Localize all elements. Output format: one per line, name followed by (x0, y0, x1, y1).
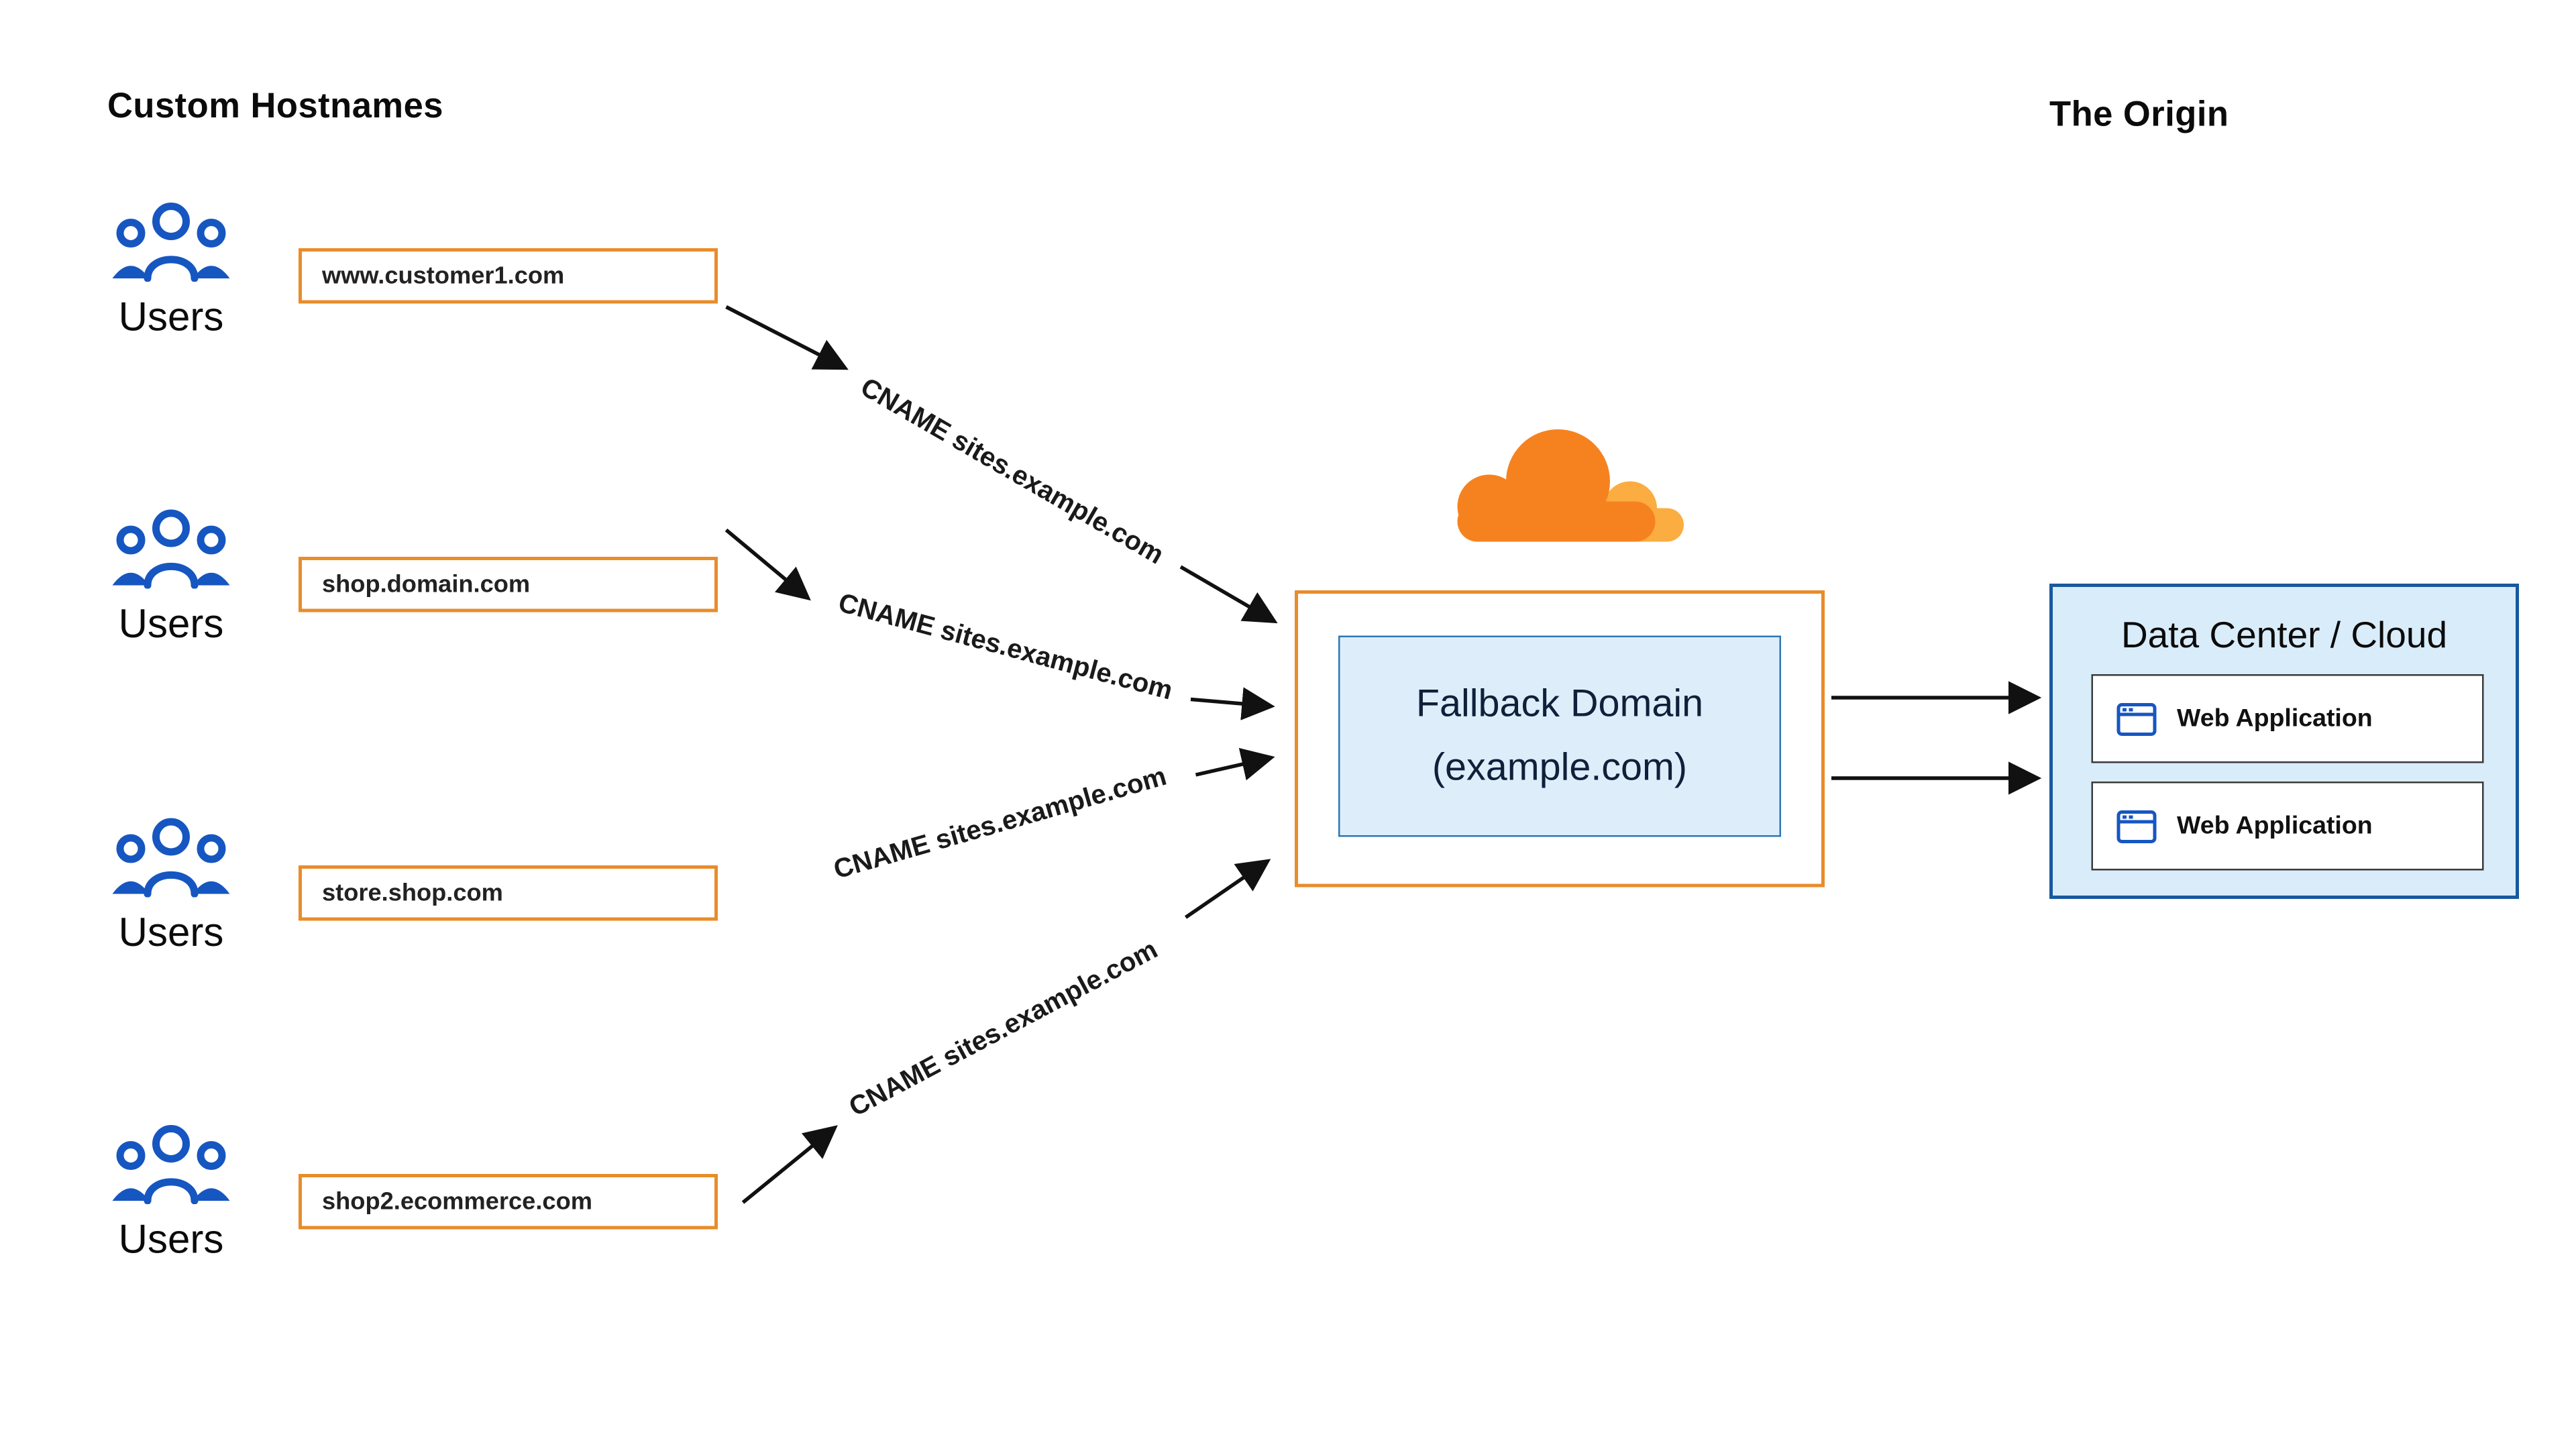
cname-label-1: CNAME sites.example.com (856, 372, 1169, 570)
web-application-box-2: Web Application (2091, 782, 2484, 871)
cloudflare-cloud-logo-icon (1457, 429, 1684, 542)
users-icon (112, 818, 230, 898)
users-label: Users (118, 910, 224, 957)
browser-window-icon (2116, 702, 2157, 735)
arrow-host1-in (1179, 565, 1278, 624)
web-application-label: Web Application (2177, 812, 2373, 841)
arrow-host1-out (725, 305, 849, 370)
user-group-4: Users (94, 1124, 248, 1265)
cname-label-4: CNAME sites.example.com (845, 934, 1163, 1122)
hostname-box-2: shop.domain.com (299, 557, 718, 612)
fallback-domain-line1: Fallback Domain (1415, 681, 1704, 725)
cname-label-3: CNAME sites.example.com (830, 761, 1170, 885)
arrow-host4-out (741, 1125, 838, 1204)
arrow-host2-out (724, 528, 811, 601)
web-application-box-1: Web Application (2091, 674, 2484, 763)
cloudflare-zone-box: Fallback Domain (example.com) (1295, 590, 1825, 888)
users-icon (112, 203, 230, 282)
user-group-2: Users (94, 508, 248, 649)
cname-label-2: CNAME sites.example.com (835, 588, 1175, 705)
fallback-domain-box: Fallback Domain (example.com) (1338, 635, 1781, 837)
user-group-1: Users (94, 201, 248, 342)
arrow-host4-in (1184, 859, 1271, 919)
custom-hostnames-title: Custom Hostnames (107, 87, 444, 126)
users-label: Users (118, 1218, 224, 1263)
data-center-title: Data Center / Cloud (2121, 614, 2448, 656)
users-icon (112, 509, 230, 589)
fallback-domain-line2: (example.com) (1432, 745, 1688, 788)
user-group-3: Users (94, 817, 248, 958)
arrow-host2-in (1190, 687, 1275, 720)
users-label: Users (118, 602, 224, 648)
hostname-box-1: www.customer1.com (299, 248, 718, 304)
origin-title-heading: The Origin (2049, 95, 2229, 135)
users-label: Users (118, 295, 224, 341)
data-center-box: Data Center / Cloud Web Application Web … (2049, 584, 2519, 899)
web-application-label: Web Application (2177, 704, 2373, 733)
hostname-box-3: store.shop.com (299, 865, 718, 921)
arrow-host3-in (1195, 748, 1275, 781)
hostname-box-4: shop2.ecommerce.com (299, 1174, 718, 1230)
users-icon (112, 1125, 230, 1204)
browser-window-icon (2116, 809, 2157, 843)
